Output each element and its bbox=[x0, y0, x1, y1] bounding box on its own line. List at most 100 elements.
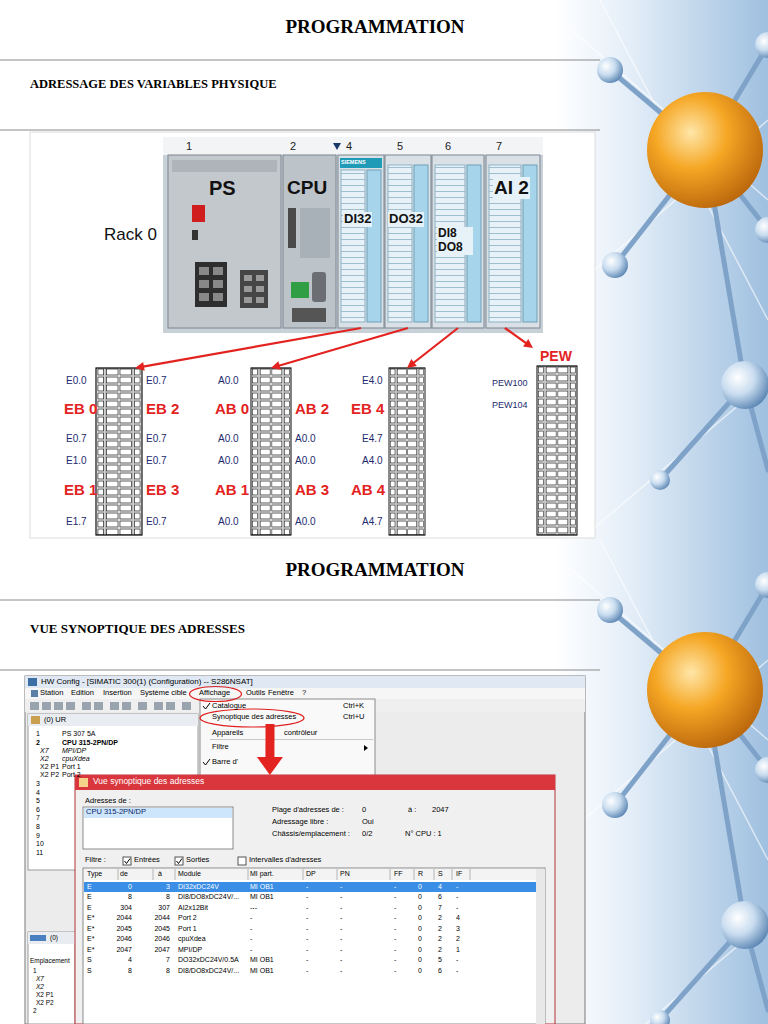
text-label: - bbox=[394, 914, 396, 922]
text-label: AI2x12Bit bbox=[178, 904, 208, 912]
text-label: 0 bbox=[128, 883, 132, 891]
text-label: Entrées bbox=[134, 856, 160, 865]
terminal-block: E0.0E0.7EB 0EB 2E0.7E0.7E1.0E0.7EB 1EB 3… bbox=[62, 368, 192, 535]
text-label: - bbox=[340, 935, 342, 943]
text-label: - bbox=[306, 914, 308, 922]
text-label: à : bbox=[408, 806, 416, 815]
text-label: FF bbox=[394, 870, 403, 878]
text-label: 1 bbox=[33, 967, 37, 974]
text-label: A0.0 bbox=[218, 516, 239, 528]
text-label: X7 bbox=[36, 975, 44, 982]
text-label: de bbox=[120, 870, 128, 878]
text-label: AI 2 bbox=[493, 177, 530, 199]
text-label: S bbox=[438, 870, 443, 878]
text-label: E0.0 bbox=[66, 375, 87, 387]
text-label: - bbox=[394, 904, 396, 912]
text-label: E0.7 bbox=[146, 375, 167, 387]
text-label: Filtre bbox=[212, 743, 229, 752]
text-label: DP bbox=[306, 870, 316, 878]
text-label: Sorties bbox=[186, 856, 209, 865]
slide-title: PROGRAMMATION bbox=[0, 16, 750, 38]
text-label: 10 bbox=[36, 840, 44, 848]
text-label: E0.7 bbox=[146, 433, 167, 445]
terminal-block: PEWPEW100PEW104 bbox=[488, 348, 588, 535]
text-label: E4.0 bbox=[362, 375, 383, 387]
text-label: 2044 bbox=[116, 914, 132, 922]
terminal-block: E4.0EB 4E4.7A4.0AB 4A4.7 bbox=[348, 368, 443, 535]
text-label: Fenêtre bbox=[268, 689, 294, 698]
text-label: contrôleur bbox=[284, 729, 317, 738]
text-label: - bbox=[306, 967, 308, 975]
connector-arrow bbox=[257, 724, 283, 775]
text-label: 7 bbox=[438, 904, 442, 912]
text-label: 8 bbox=[36, 823, 40, 831]
text-label: - bbox=[250, 935, 252, 943]
text-label: 5 bbox=[438, 956, 442, 964]
text-label: cpuXdea bbox=[62, 755, 90, 763]
text-label: - bbox=[456, 967, 458, 975]
text-label: E0.7 bbox=[66, 433, 87, 445]
text-label: - bbox=[394, 883, 396, 891]
text-label: A0.0 bbox=[295, 433, 316, 445]
text-label: 6 bbox=[438, 967, 442, 975]
text-label: E* bbox=[87, 935, 94, 943]
text-label: MI OB1 bbox=[250, 956, 274, 964]
text-label: (0) bbox=[50, 934, 58, 941]
text-label: EB 3 bbox=[146, 481, 179, 498]
text-label: 7 bbox=[36, 814, 40, 822]
text-label: EB 2 bbox=[146, 400, 179, 417]
text-label: - bbox=[340, 914, 342, 922]
text-label: 0 bbox=[418, 956, 422, 964]
text-label: 8 bbox=[166, 893, 170, 901]
text-label: - bbox=[250, 925, 252, 933]
terminal-block: A0.0AB 0AB 2A0.0A0.0A0.0A0.0AB 1AB 3A0.0… bbox=[212, 368, 337, 535]
text-label: 4 bbox=[346, 140, 352, 153]
text-label: E bbox=[87, 883, 92, 891]
connector-line bbox=[279, 328, 408, 366]
text-label: PEW bbox=[540, 348, 572, 364]
text-label: Insertion bbox=[103, 689, 132, 698]
text-label: A0.0 bbox=[295, 516, 316, 528]
text-label: - bbox=[394, 967, 396, 975]
text-label: EB 1 bbox=[64, 481, 97, 498]
text-label: 1 bbox=[456, 946, 460, 954]
connector-arrow bbox=[271, 328, 408, 370]
text-label: DI32 bbox=[343, 212, 372, 227]
text-label: Emplacement bbox=[30, 957, 70, 964]
text-label: 0/2 bbox=[362, 830, 372, 839]
text-label: E* bbox=[87, 946, 94, 954]
text-label: S bbox=[87, 956, 92, 964]
text-label: PROGRAMMATION bbox=[0, 559, 750, 581]
molecule-decoration bbox=[555, 540, 768, 1024]
text-label: E1.0 bbox=[66, 455, 87, 467]
text-label: - bbox=[456, 956, 458, 964]
text-label: 6 bbox=[438, 893, 442, 901]
text-label: 4 bbox=[128, 956, 132, 964]
text-label: S bbox=[87, 967, 92, 975]
connector-line bbox=[505, 328, 527, 343]
text-label: - bbox=[394, 925, 396, 933]
text-label: Affichage bbox=[199, 689, 230, 698]
text-label: 307 bbox=[158, 904, 170, 912]
text-label: 2044 bbox=[154, 914, 170, 922]
text-label: 0 bbox=[418, 893, 422, 901]
text-label: 2045 bbox=[116, 925, 132, 933]
text-label: 5 bbox=[36, 797, 40, 805]
text-label: - bbox=[456, 883, 458, 891]
text-label: E4.7 bbox=[362, 433, 383, 445]
text-label: HW Config - [SIMATIC 300(1) (Configurati… bbox=[41, 677, 253, 686]
digital-io-module: 6DI8 DO8 bbox=[432, 155, 484, 328]
text-label: Synoptique des adresses bbox=[212, 713, 296, 722]
text-label: - bbox=[340, 967, 342, 975]
text-label: Intervalles d'adresses bbox=[249, 856, 321, 865]
text-label: MPI/DP bbox=[62, 747, 86, 755]
text-label: - bbox=[250, 914, 252, 922]
connector-arrow bbox=[505, 328, 533, 348]
text-label: 6 bbox=[445, 140, 451, 153]
text-label: Plage d'adresses de : bbox=[272, 806, 344, 815]
text-label: 2047 bbox=[432, 806, 449, 815]
text-label: X2 P2 bbox=[40, 771, 59, 779]
cpu-module: 2CPU bbox=[283, 155, 336, 328]
text-label: - bbox=[306, 935, 308, 943]
text-label: 0 bbox=[418, 883, 422, 891]
